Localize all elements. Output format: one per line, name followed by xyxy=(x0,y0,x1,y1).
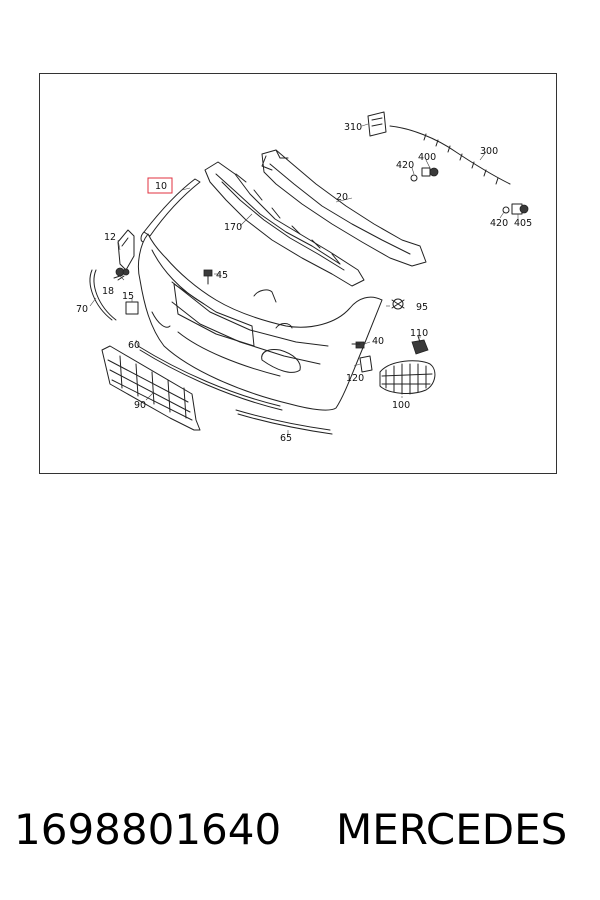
part-95-clip[interactable] xyxy=(391,298,405,310)
part-100-side-grille[interactable] xyxy=(379,360,436,395)
part-300-wiring-harness[interactable] xyxy=(389,125,511,185)
callout-10[interactable]: 10 xyxy=(155,181,167,192)
callout-300[interactable]: 300 xyxy=(480,146,498,157)
callout-45[interactable]: 45 xyxy=(216,270,228,281)
part-405-sensor[interactable] xyxy=(511,203,529,215)
part-number: 1698801640 xyxy=(14,805,282,854)
parts-diagram-frame: 10 170 20 12 18 70 15 60 90 65 45 95 40 … xyxy=(39,73,557,474)
part-310-bracket[interactable] xyxy=(367,111,387,137)
part-15-cover-plate[interactable] xyxy=(125,301,139,315)
part-18-clip[interactable] xyxy=(113,267,130,281)
part-40-screw[interactable] xyxy=(351,341,365,349)
bumper-cover[interactable] xyxy=(137,233,383,411)
callout-95[interactable]: 95 xyxy=(416,302,428,313)
part-420-sensor-ring-upper[interactable] xyxy=(410,174,418,182)
callout-20[interactable]: 20 xyxy=(336,192,348,203)
part-caption: 1698801640 MERCEDES xyxy=(0,800,600,860)
part-90-lower-grille[interactable] xyxy=(101,345,201,431)
callout-405[interactable]: 405 xyxy=(514,218,532,229)
callout-18[interactable]: 18 xyxy=(102,286,114,297)
callout-12[interactable]: 12 xyxy=(104,232,116,243)
callout-90[interactable]: 90 xyxy=(134,400,146,411)
callout-110[interactable]: 110 xyxy=(410,328,428,339)
callout-labels: 10 170 20 12 18 70 15 60 90 65 45 95 40 … xyxy=(76,122,532,444)
part-70-side-strip[interactable] xyxy=(89,269,117,321)
callout-40[interactable]: 40 xyxy=(372,336,384,347)
bumper-exploded-diagram: 10 170 20 12 18 70 15 60 90 65 45 95 40 … xyxy=(76,111,532,444)
part-400-sensor[interactable] xyxy=(421,167,439,177)
callout-420-upper[interactable]: 420 xyxy=(396,160,414,171)
part-110-sensor-holder[interactable] xyxy=(411,335,429,355)
brand-name: MERCEDES xyxy=(336,805,568,854)
part-12-side-bracket[interactable] xyxy=(117,229,135,271)
part-120-bracket[interactable] xyxy=(359,355,373,373)
part-20-impact-absorber[interactable] xyxy=(261,149,427,267)
part-170-grille-support[interactable] xyxy=(204,161,365,287)
callout-170[interactable]: 170 xyxy=(224,222,242,233)
callout-400[interactable]: 400 xyxy=(418,152,436,163)
part-10-trim-strip[interactable] xyxy=(140,178,201,243)
callout-420-lower[interactable]: 420 xyxy=(490,218,508,229)
callout-70[interactable]: 70 xyxy=(76,304,88,315)
callout-60[interactable]: 60 xyxy=(128,340,140,351)
highlight-box-callout-10 xyxy=(147,177,173,194)
part-65-spoiler-lip[interactable] xyxy=(235,409,333,435)
callout-15[interactable]: 15 xyxy=(122,291,134,302)
part-45-screw[interactable] xyxy=(203,269,213,285)
callout-65[interactable]: 65 xyxy=(280,433,292,444)
callout-120[interactable]: 120 xyxy=(346,373,364,384)
part-420-sensor-ring-lower[interactable] xyxy=(502,206,510,214)
part-60-lower-trim[interactable] xyxy=(137,345,283,411)
callout-100[interactable]: 100 xyxy=(392,400,410,411)
callout-310[interactable]: 310 xyxy=(344,122,362,133)
leader-lines xyxy=(89,123,519,434)
